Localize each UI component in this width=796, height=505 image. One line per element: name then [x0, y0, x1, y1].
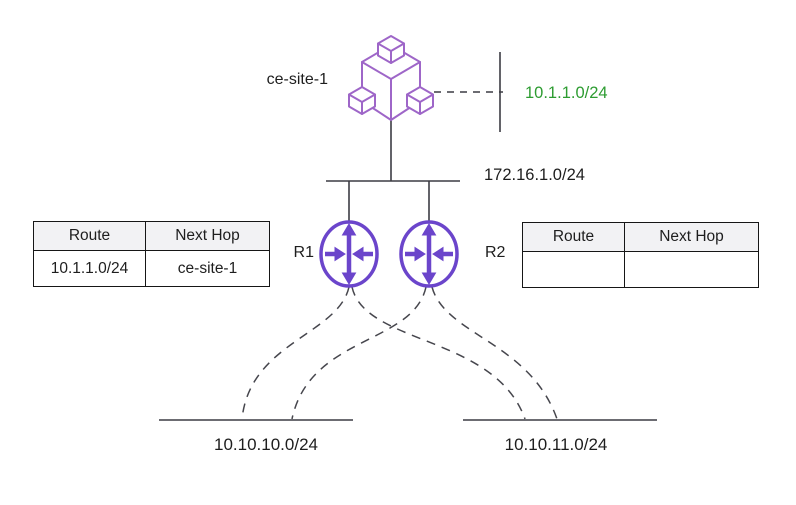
route-table-r2-header: Route Next Hop: [522, 222, 759, 252]
site-icon-small-cube-top: [377, 35, 405, 64]
route-header-cell: Route: [522, 222, 625, 252]
dashed-curves: [241, 286, 558, 420]
route-table-r2-row: [522, 251, 759, 288]
route-table-r1: Route Next Hop 10.1.1.0/24 ce-site-1: [33, 221, 270, 287]
site-icon-small-cube-right: [406, 86, 434, 115]
site-icon-big-cube-edges: [361, 61, 421, 121]
transit-network-label: 172.16.1.0/24: [484, 166, 585, 184]
router1-label: R1: [293, 244, 314, 261]
site-icon: [348, 35, 434, 121]
segment-right-label: 10.10.11.0/24: [504, 435, 608, 454]
curve-r1-to-right-segment: [351, 286, 526, 420]
segment-left-label: 10.10.10.0/24: [214, 435, 318, 454]
next-hop-header-cell: Next Hop: [145, 221, 270, 251]
next-hop-cell: [624, 251, 759, 288]
route-table-r1-header: Route Next Hop: [33, 221, 270, 251]
next-hop-cell: ce-site-1: [145, 250, 270, 287]
router-icon-r1: [319, 220, 379, 288]
site-label: ce-site-1: [266, 71, 328, 88]
next-hop-header-cell: Next Hop: [624, 222, 759, 252]
route-header-cell: Route: [33, 221, 146, 251]
route-cell: 10.1.1.0/24: [33, 250, 146, 287]
router2-label: R2: [485, 244, 506, 261]
route-table-r2: Route Next Hop: [522, 222, 759, 288]
curve-r2-to-left-segment: [291, 286, 427, 420]
curve-r1-to-left-segment: [241, 286, 350, 420]
site-icon-small-cube-left: [348, 86, 376, 115]
route-cell: [522, 251, 625, 288]
lan-network-label: 10.1.1.0/24: [525, 84, 608, 102]
route-table-r1-row: 10.1.1.0/24 ce-site-1: [33, 250, 270, 287]
curve-r2-to-right-segment: [431, 286, 558, 420]
router-icon-r2: [399, 220, 459, 288]
